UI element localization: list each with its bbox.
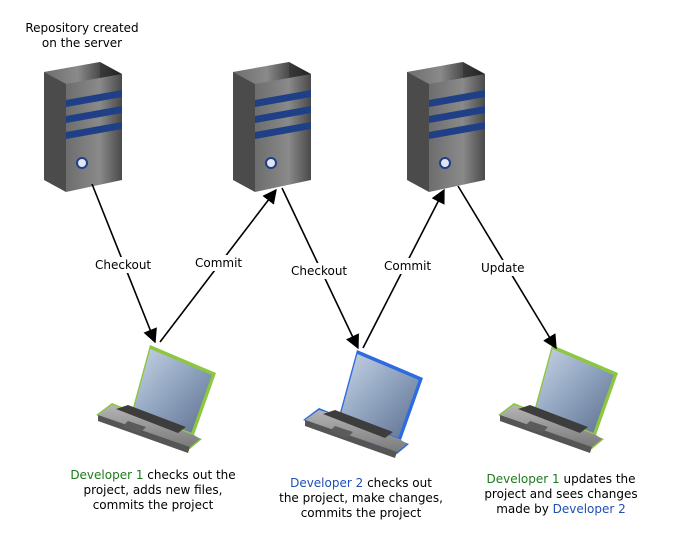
label-update: Update [479,260,527,276]
caption-dev2-line-1-rest: checks out [363,476,432,490]
server-icon [406,61,486,193]
developer-1-name: Developer 1 [486,472,560,486]
server-caption-line-1: Repository created [25,21,139,35]
developer-2-name: Developer 2 [552,502,626,516]
caption-dev1-line-2: project, adds new files, [83,483,223,497]
server-icon [232,61,312,193]
laptop-icon [498,345,618,453]
caption-dev3-line-1: Developer 1 updates the [466,472,656,487]
laptop-icon [96,345,216,453]
caption-dev3-line-2: project and sees changes [484,487,638,501]
label-commit-1: Commit [193,255,245,271]
caption-dev1-line-1-rest: checks out the [143,468,236,482]
caption-dev1-line-1: Developer 1 checks out the [58,468,248,483]
label-checkout-1: Checkout [93,257,154,273]
caption-dev2-line-1: Developer 2 checks out [266,476,456,491]
caption-developer-1: Developer 1 checks out the project, adds… [58,468,248,513]
caption-dev2-line-2: the project, make changes, [279,491,443,505]
developer-2-name: Developer 2 [290,476,364,490]
caption-dev3-line-3-prefix: made by [496,502,553,516]
caption-dev1-line-3: commits the project [92,498,214,512]
server-icon [43,61,123,193]
label-commit-2: Commit [382,258,434,274]
caption-developer-3: Developer 1 updates the project and sees… [466,472,656,517]
caption-dev3-line-3: made by Developer 2 [466,502,656,517]
laptop-icon [303,350,423,458]
server-caption: Repository created on the server [12,21,152,51]
server-caption-line-2: on the server [41,36,123,50]
label-checkout-2: Checkout [289,263,350,279]
caption-dev2-line-3: commits the project [300,506,422,520]
caption-dev3-line-1-rest: updates the [559,472,636,486]
developer-1-name: Developer 1 [70,468,144,482]
caption-developer-2: Developer 2 checks out the project, make… [266,476,456,521]
